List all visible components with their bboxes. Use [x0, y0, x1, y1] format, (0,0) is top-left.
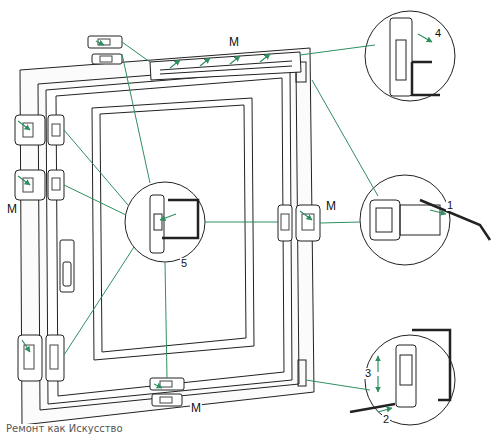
part-marker: M [190, 402, 202, 414]
part-marker: M [228, 36, 240, 48]
callout-number: 1 [446, 200, 454, 211]
callout-number: 3 [364, 368, 372, 379]
callout-number: 5 [180, 258, 188, 269]
callout-number: 4 [434, 28, 442, 39]
watermark: Ремонт как Искусство [5, 424, 124, 434]
part-marker: M [325, 200, 337, 212]
part-marker: M [6, 203, 18, 215]
callout-number: 2 [382, 414, 390, 425]
